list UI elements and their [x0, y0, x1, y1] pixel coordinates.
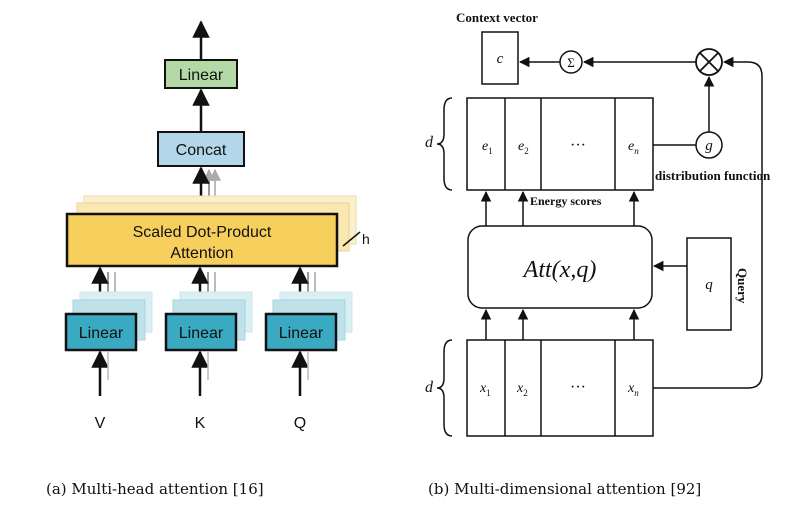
- input-v-label: V: [95, 415, 106, 432]
- concat-box: [157, 131, 245, 167]
- energy-scores-label: Energy scores: [530, 194, 602, 208]
- energy-en: en: [628, 139, 639, 156]
- linear-v-group: Linear V: [64, 266, 153, 432]
- query-box: [686, 237, 732, 331]
- linear-k-box: [164, 312, 238, 352]
- distribution-g: g: [705, 138, 713, 154]
- energy-e1: e1: [482, 139, 493, 156]
- multi-dimensional-attention-diagram: Context vector c Σ d e1 e2 ··· en g dist…: [425, 10, 771, 437]
- input-x1: x1: [479, 381, 491, 398]
- multi-head-attention-diagram: Linear Concat Scaled Dot-Product Attenti…: [64, 20, 370, 432]
- input-to-multiply-path: [653, 56, 763, 389]
- attention-label-line1: Scaled Dot-Product: [133, 224, 272, 241]
- linear-v-box: [64, 312, 138, 352]
- linear-q-group: Linear Q: [264, 266, 353, 432]
- energy-dots: ···: [570, 137, 586, 154]
- concat-label: Concat: [176, 142, 227, 159]
- energy-e2: e2: [518, 139, 529, 156]
- linear-v-label: Linear: [79, 325, 124, 342]
- context-vector-box: [481, 31, 519, 85]
- linear-k-group: Linear K: [164, 266, 253, 432]
- context-vector-label: Context vector: [456, 10, 538, 25]
- linear-q-box: [264, 312, 338, 352]
- attention-function-label: Att(x,q): [522, 257, 597, 283]
- context-vector-c: c: [497, 51, 504, 67]
- scaled-dot-product-attention-box: [65, 212, 339, 268]
- distribution-function-label: distribution function: [655, 168, 771, 183]
- linear-k-label: Linear: [179, 325, 224, 342]
- sum-symbol: Σ: [567, 55, 575, 70]
- input-row: [466, 339, 654, 437]
- attention-function-box: [467, 225, 653, 309]
- input-k-label: K: [195, 415, 206, 432]
- energy-scores-row: [466, 97, 654, 191]
- input-dots: ···: [570, 379, 586, 396]
- heads-indicator-line: [342, 231, 361, 247]
- linear-top-label: Linear: [179, 67, 224, 84]
- dim-brace-top: [436, 97, 453, 191]
- dim-brace-bottom: [436, 339, 453, 437]
- input-q-label: Q: [294, 415, 306, 432]
- dim-label-bottom: d: [425, 379, 434, 396]
- heads-label: h: [362, 231, 370, 247]
- query-q: q: [705, 277, 713, 293]
- caption-multi-dimensional: (b) Multi-dimensional attention [92]: [428, 480, 702, 498]
- caption-multi-head: (a) Multi-head attention [16]: [46, 480, 264, 498]
- dim-label-top: d: [425, 134, 434, 151]
- multiply-cross-b: [699, 52, 719, 72]
- attention-label-line2: Attention: [170, 245, 233, 262]
- input-x2: x2: [516, 381, 528, 398]
- input-xn: xn: [627, 381, 639, 398]
- query-label: Query: [735, 268, 750, 304]
- linear-top-box: [164, 59, 238, 89]
- linear-q-label: Linear: [279, 325, 324, 342]
